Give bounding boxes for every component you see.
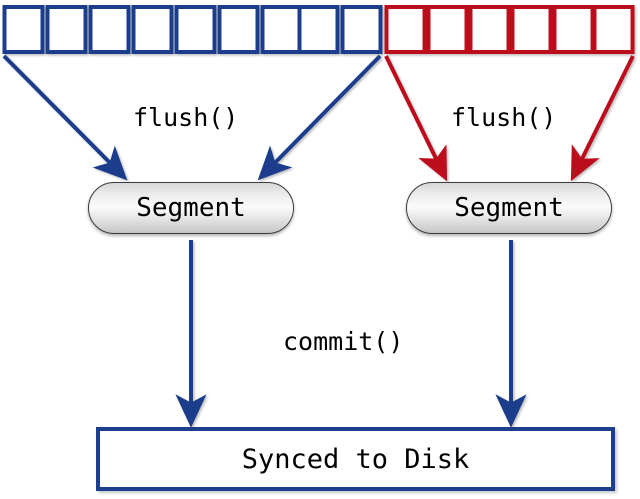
synced-to-disk-node[interactable]: Synced to Disk <box>96 427 615 491</box>
flush-arrows-blue <box>2 54 382 181</box>
buffer-cell <box>297 5 340 54</box>
buffer-cell <box>468 5 511 54</box>
segment-node-right-label: Segment <box>454 193 564 223</box>
segment-node-right[interactable]: Segment <box>406 182 612 234</box>
buffer-cell <box>217 5 260 54</box>
segment-node-left[interactable]: Segment <box>88 182 294 234</box>
blue-buffer-cells <box>2 5 383 54</box>
flush-arrow-red-right <box>570 55 635 182</box>
buffer-cell <box>552 5 595 54</box>
commit-arrows <box>175 240 527 428</box>
flush-arrows-red <box>384 55 635 182</box>
flush-arrow-red-left <box>384 55 448 182</box>
buffer-cell <box>340 5 383 54</box>
buffer-cell <box>592 5 635 54</box>
commit-label: commit() <box>283 327 404 356</box>
buffer-cell <box>131 5 174 54</box>
red-buffer-cells <box>384 5 635 54</box>
segment-node-left-label: Segment <box>136 193 246 223</box>
synced-to-disk-label: Synced to Disk <box>241 443 470 475</box>
flush-arrow-blue-left <box>2 54 128 181</box>
buffer-cell <box>174 5 217 54</box>
buffer-cell <box>426 5 469 54</box>
buffer-cell <box>88 5 131 54</box>
buffer-cell <box>45 5 88 54</box>
buffer-cell <box>260 5 303 54</box>
buffer-cell <box>510 5 553 54</box>
flush-label-left: flush() <box>133 103 239 132</box>
flush-label-right: flush() <box>451 103 557 132</box>
buffer-cell <box>384 5 427 54</box>
buffer-cell <box>2 5 45 54</box>
flush-arrow-blue-right <box>257 54 382 181</box>
